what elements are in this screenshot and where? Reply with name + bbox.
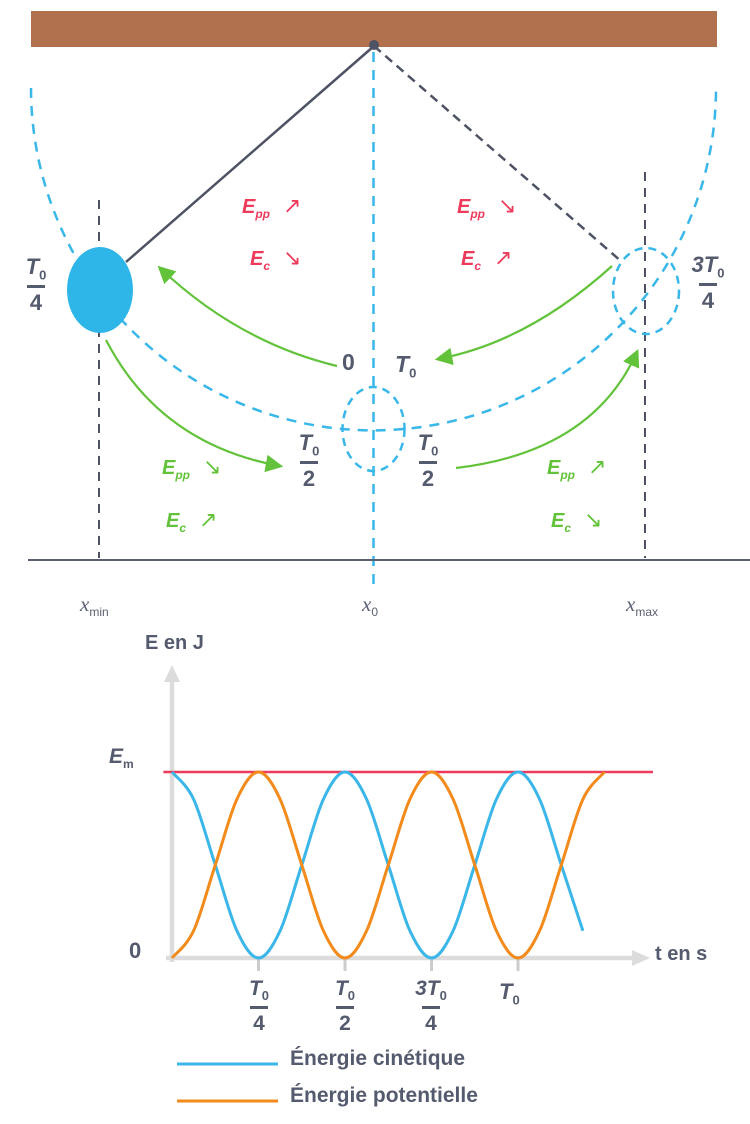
origin-label: 0 [129, 938, 142, 963]
trajectory-arc [29, 87, 718, 432]
time-label-t0-over-4: T0 4 [25, 254, 47, 316]
tick-label-t0-over-2: T0 2 [334, 977, 356, 1036]
trend-arrow-icon: ↘ [584, 507, 603, 532]
fraction-bar [300, 461, 318, 465]
y-axis-arrow-icon [164, 665, 180, 682]
motion-arrow-center-to-right [455, 348, 640, 470]
annotation-epp-upper-right: Epp↘ [457, 193, 517, 221]
position-label-x0: x0 [362, 592, 379, 620]
annotation-epp-lower-left: Epp↘ [162, 454, 222, 482]
tick-label-3t0-over-4: 3T0 4 [415, 977, 447, 1036]
motion-arrow-center-to-left [157, 265, 338, 368]
string-solid [125, 45, 375, 263]
annotation-ec-upper-right: Ec↗ [461, 245, 513, 273]
trend-arrow-icon: ↗ [494, 245, 513, 270]
x-ticks [257, 958, 520, 971]
time-label-t0-over-2-right: T0 2 [417, 430, 439, 492]
annotation-epp-upper-left: Epp↗ [242, 193, 302, 221]
fraction-bar [336, 1006, 354, 1010]
tick-label-t0: T0 [499, 979, 520, 1008]
kinetic-curve [170, 770, 585, 960]
tick-label-t0-over-4: T0 4 [248, 977, 270, 1036]
energy-chart [163, 665, 653, 1103]
y-axis-title: E en J [145, 632, 204, 654]
bob-ghost-right [611, 246, 681, 336]
trend-arrow-icon: ↗ [283, 193, 302, 218]
bob-ghost-center [341, 385, 406, 473]
fraction-bar [699, 283, 717, 287]
time-label-t0: T0 [395, 351, 417, 381]
time-label-t0-over-2-left: T0 2 [298, 430, 320, 492]
fraction-bar [422, 1006, 440, 1010]
motion-arrow-left-to-center [105, 339, 284, 473]
x-axis-title: t en s [655, 943, 708, 965]
potential-curve [170, 770, 606, 960]
legend-label-potential: Énergie potentielle [290, 1084, 478, 1107]
annotation-ec-lower-right: Ec↘ [551, 507, 603, 535]
time-label-3t0-over-4: 3T0 4 [691, 252, 725, 314]
motion-arrow-right-to-center [434, 265, 613, 365]
fraction-bar [419, 461, 437, 465]
em-label: Em [109, 745, 134, 772]
trend-arrow-icon: ↗ [588, 454, 607, 479]
trend-arrow-icon: ↗ [199, 507, 218, 532]
annotation-ec-lower-left: Ec↗ [166, 507, 218, 535]
annotation-ec-upper-left: Ec↘ [250, 245, 302, 273]
annotation-epp-lower-right: Epp↗ [547, 454, 607, 482]
trend-arrow-icon: ↘ [498, 193, 517, 218]
time-label-zero: 0 [342, 349, 355, 375]
fraction-bar [250, 1006, 268, 1010]
string-dashed [373, 45, 623, 263]
pivot-point [369, 40, 379, 50]
fraction-bar [27, 285, 45, 289]
trend-arrow-icon: ↘ [203, 454, 222, 479]
position-label-xmin: xmin [80, 592, 109, 620]
bob-left [67, 247, 133, 333]
position-label-xmax: xmax [626, 592, 658, 620]
x-axis-arrow-icon [632, 950, 650, 966]
legend-label-kinetic: Énergie cinétique [290, 1047, 466, 1070]
trend-arrow-icon: ↘ [283, 245, 302, 270]
